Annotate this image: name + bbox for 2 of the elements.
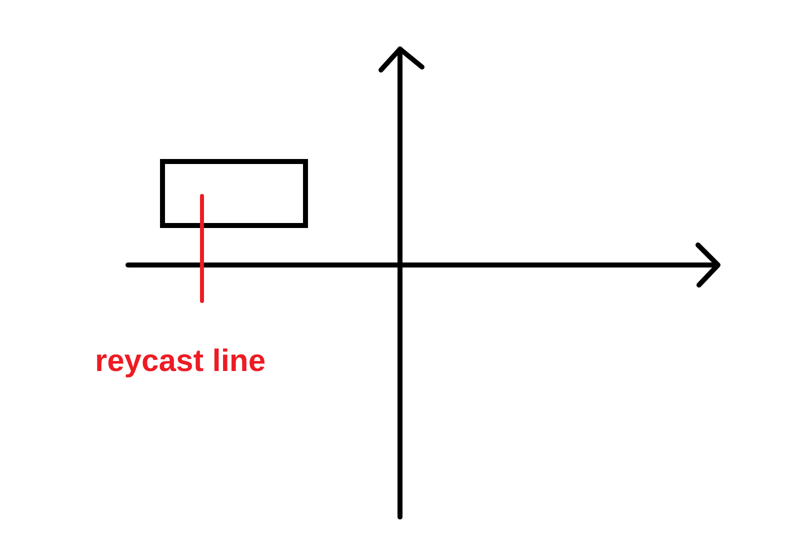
rectangle-box — [160, 159, 308, 228]
annotation-text: reycast line — [95, 345, 266, 376]
